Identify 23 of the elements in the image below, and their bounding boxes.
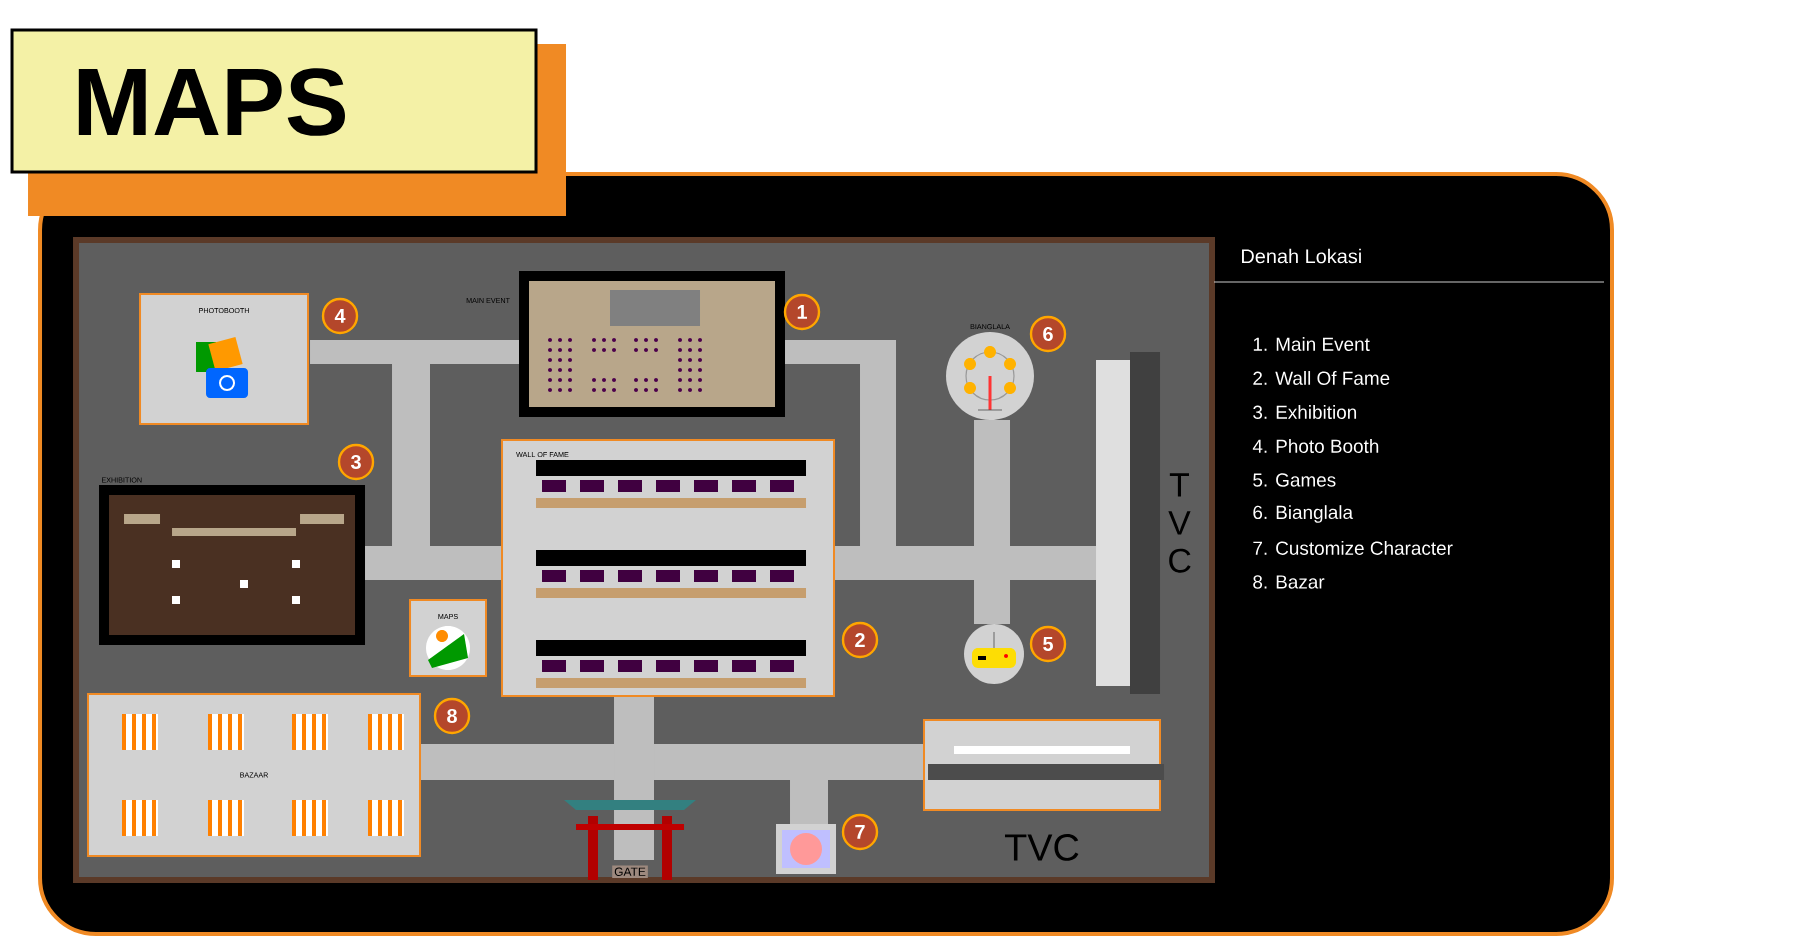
callout-number: 4 — [321, 297, 359, 335]
callout-number: 8 — [433, 697, 471, 735]
list-item: 7. Customize Character — [1253, 541, 1453, 555]
character-picture — [776, 824, 836, 874]
diagram-title: MAPS — [78, 68, 345, 136]
callout-number: 6 — [1029, 315, 1067, 353]
list-item: 3. Exhibition — [1253, 405, 1357, 419]
heading: Denah Lokasi — [1242, 248, 1361, 264]
list-item: 1. Main Event — [1253, 337, 1370, 351]
screen-drawing: T V C — [1096, 352, 1191, 694]
callout-number: 5 — [1029, 625, 1067, 663]
list-item: 5. Games — [1253, 473, 1336, 487]
callout-number: 7 — [841, 813, 879, 851]
list-item: 8. Bazar — [1253, 575, 1325, 589]
callout-number: 1 — [783, 293, 821, 331]
stage-box: TVC — [923, 719, 1164, 861]
list-item: 2. Wall Of Fame — [1253, 371, 1390, 385]
node-label: TVC — [1004, 834, 1079, 861]
list-item: 6. Bianglala — [1253, 505, 1354, 523]
node-label: T V C — [1168, 473, 1191, 573]
callout-number: 2 — [841, 621, 879, 659]
callout-number: 3 — [337, 443, 375, 481]
list-item: 4. Photo Booth — [1252, 439, 1379, 453]
